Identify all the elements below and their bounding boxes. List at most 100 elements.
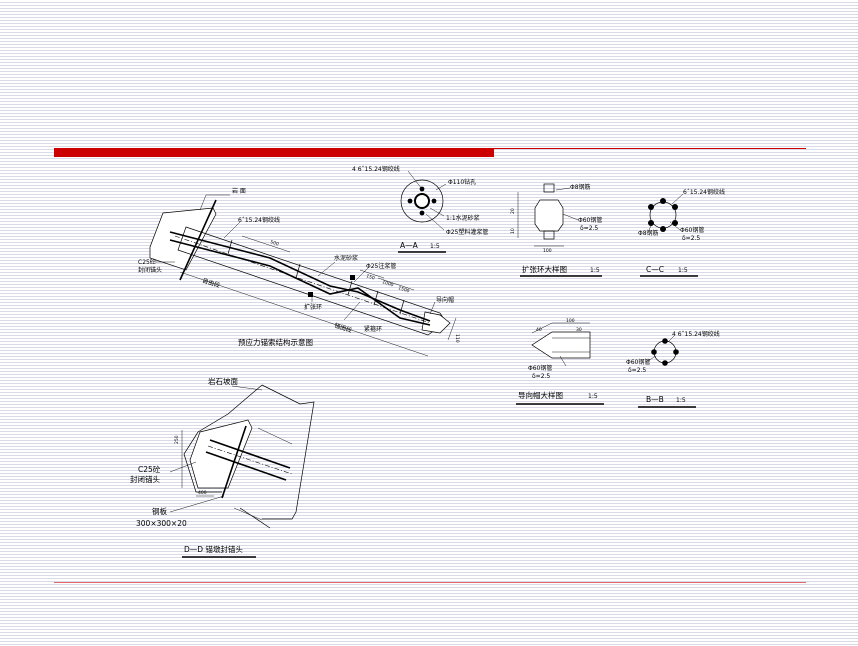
label-guide-cap: 导向帽 [436, 296, 454, 304]
aa-label-strand: 4 6ˆ15.24钢绞线 [352, 165, 400, 173]
guide-cap-title: 导向帽大样图 [518, 390, 563, 400]
cc-strand-4 [648, 220, 654, 226]
title-main-diagram: 预应力锚索结构示意图 [238, 337, 313, 347]
guide-cap-detail: 100 30 40 Φ60钢管 δ=2.5 导向帽大样图 1:5 [516, 318, 604, 405]
dim-line-dia [447, 317, 457, 341]
bb-title: B—B [646, 395, 664, 404]
guide-cap-scale: 1:5 [588, 393, 598, 400]
leader-strand [223, 221, 241, 239]
bb-strand-1 [662, 338, 668, 344]
guide-cap-label-tube: Φ60钢管 [528, 364, 552, 372]
aa-leader-strand [407, 170, 423, 190]
spacer-top-lug [543, 183, 555, 193]
dim-line-b [359, 269, 385, 279]
aa-center-pipe [414, 193, 430, 209]
dim-line-d [395, 283, 415, 291]
spacer-label-rebar: Φ8钢筋 [570, 183, 591, 191]
label-c25: C25砼 [138, 258, 156, 266]
bb-strand-4 [662, 360, 668, 366]
dd-dim-a: 250 [174, 435, 180, 444]
dd-rock-outline-left [183, 384, 263, 493]
main-anchor-diagram: 岩 面 6ˆ15.24钢绞线 C25砼 封闭锚头 自由段 锚固段 水泥砂浆 Φ2… [138, 187, 460, 357]
dd-label-plate: 钢板 [152, 506, 167, 516]
guide-cap [421, 311, 451, 334]
guide-cap-dim-len-val: 100 [566, 318, 575, 324]
dd-concrete-block [189, 419, 253, 489]
spacer-scale: 1:5 [590, 267, 600, 274]
label-grout-pipe: Φ25注浆管 [366, 262, 396, 270]
cable-centerline [174, 235, 431, 324]
aa-label-hole: Φ110钻孔 [448, 178, 476, 186]
bb-strand-3 [673, 349, 679, 355]
strand-line-2 [169, 239, 431, 326]
section-marker-b [308, 292, 313, 297]
guide-cap-dim-h: 30 [576, 327, 582, 333]
cc-label-tube: Φ60钢管 [680, 226, 704, 234]
aa-leader-pipe [425, 213, 445, 231]
cc-strand-2 [648, 204, 654, 210]
cc-title: C—C [646, 265, 664, 274]
label-cement-mortar: 水泥砂浆 [334, 254, 358, 262]
cc-leader-tube [669, 221, 681, 231]
bb-scale: 1:5 [676, 397, 686, 404]
aa-leader-hole [435, 183, 447, 191]
dim-c: 1000 [381, 279, 394, 288]
dim-b: 150 [365, 273, 375, 281]
dd-label-c25: C25砼 [138, 464, 161, 474]
dd-leader-c25 [169, 461, 197, 473]
cc-strand-3 [672, 204, 678, 210]
bb-leader-strand [667, 335, 675, 343]
spacer-title: 扩张环大样图 [522, 264, 567, 274]
section-cc: 6ˆ15.24钢绞线 Φ8钢筋 Φ60钢管 δ=2.5 C—C 1:5 [638, 188, 725, 277]
dim-line-c [377, 277, 397, 285]
guide-cap-dim-tip [531, 322, 553, 334]
spacer-mark-4 [373, 290, 379, 306]
cc-strand-1 [660, 198, 666, 204]
guide-cap-body [531, 331, 591, 359]
aa-label-mortar: 1:1水泥砂浆 [446, 214, 480, 222]
bb-tube-circle [653, 340, 677, 364]
cc-strand-6 [660, 226, 666, 232]
aa-strand-4 [419, 210, 425, 216]
dd-break-line [239, 507, 271, 529]
leader-grout-pipe [353, 267, 369, 283]
label-anchor-section: 锚固段 [333, 321, 353, 334]
spacer-dim-width: 100 [543, 248, 552, 254]
spacer-leader-rebar [555, 187, 571, 191]
strand-line-1 [169, 231, 431, 322]
spacer-mark-3 [347, 280, 353, 296]
spacer-mark-2 [295, 263, 301, 279]
bb-label-thk: δ=2.5 [628, 367, 646, 374]
spacer-detail: Φ8钢筋 Φ60钢管 δ=2.5 100 20 10 扩张环大样图 1:5 [510, 183, 602, 277]
aa-hole-circle [400, 179, 444, 223]
dd-leader-slope [231, 385, 263, 391]
spacer-label-thk: δ=2.5 [580, 225, 598, 232]
spacer-dim-side: 10 [510, 228, 516, 234]
cc-label-strand: 6ˆ15.24钢绞线 [683, 188, 725, 196]
label-strand: 6ˆ15.24钢绞线 [238, 216, 280, 224]
dd-label-slope: 岩石坡面 [208, 376, 238, 386]
dd-label-seal: 封闭锚头 [130, 474, 160, 484]
dd-leader-plate [169, 495, 225, 513]
label-centralizer: 紧箍环 [364, 325, 382, 333]
bb-leader-tube [645, 355, 657, 363]
aa-strand-3 [431, 198, 437, 204]
spacer-body [534, 199, 564, 232]
aa-strand-2 [407, 198, 413, 204]
dd-dim-diag-1 [257, 427, 293, 445]
cc-leader-strand [671, 193, 684, 205]
spacer-dim-top: 20 [510, 208, 516, 214]
bb-strand-2 [651, 349, 657, 355]
guide-cap-dim-tip-val: 40 [536, 327, 542, 333]
bb-label-strand: 4 6ˆ15.24钢绞线 [672, 330, 720, 338]
spacer-mark-5 [399, 299, 405, 315]
dd-label-plate-size: 300×300×20 [136, 519, 187, 528]
label-free-section: 自由段 [201, 276, 221, 289]
dd-centerline [207, 445, 293, 475]
leader-rock-wall-2 [199, 194, 207, 211]
guide-cap-leader [559, 355, 567, 367]
title-accent-line [494, 148, 806, 149]
aa-leader-mortar [429, 207, 445, 217]
cc-tube-circle [649, 201, 677, 229]
dd-strand-1 [209, 439, 291, 469]
